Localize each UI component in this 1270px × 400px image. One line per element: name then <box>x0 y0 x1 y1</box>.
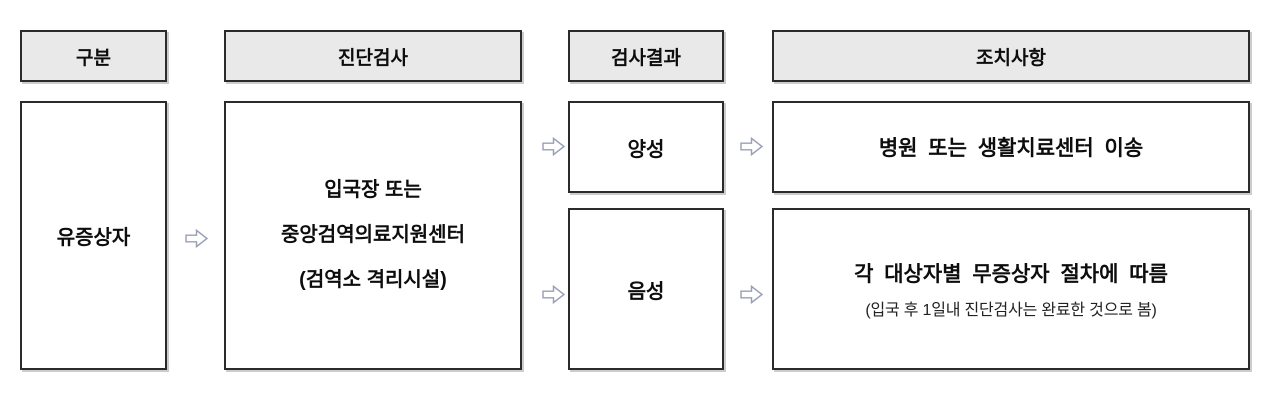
header-category: 구분 <box>20 30 167 82</box>
test-site-line-3: (검역소 격리시설) <box>299 269 447 291</box>
node-action-negative: 각 대상자별 무증상자 절차에 따름 (입국 후 1일내 진단검사는 완료한 것… <box>772 208 1250 370</box>
node-action-positive: 병원 또는 생활치료센터 이송 <box>772 101 1250 193</box>
node-result-negative: 음성 <box>568 208 724 370</box>
flow-arrow-subject-to-test-icon <box>184 228 209 249</box>
header-test-result: 검사결과 <box>568 30 724 82</box>
action-negative-main-label: 각 대상자별 무증상자 절차에 따름 <box>854 263 1168 286</box>
node-result-positive: 양성 <box>568 101 724 193</box>
node-test-site: 입국장 또는 중앙검역의료지원센터 (검역소 격리시설) <box>224 101 522 370</box>
header-action: 조치사항 <box>772 30 1250 82</box>
action-negative-note-label: (입국 후 1일내 진단검사는 완료한 것으로 봄) <box>865 302 1157 319</box>
result-positive-label: 양성 <box>627 138 665 161</box>
result-negative-label: 음성 <box>627 280 665 303</box>
header-test-result-label: 검사결과 <box>611 47 681 69</box>
flow-arrow-negative-to-action-icon <box>739 284 764 305</box>
header-diagnostic-test: 진단검사 <box>224 30 522 82</box>
header-diagnostic-test-label: 진단검사 <box>338 47 408 69</box>
test-site-line-2: 중앙검역의료지원센터 <box>281 224 465 246</box>
symptomatic-subject-label: 유증상자 <box>56 227 131 249</box>
action-positive-label: 병원 또는 생활치료센터 이송 <box>878 137 1144 160</box>
flow-arrow-test-to-positive-icon <box>541 136 566 157</box>
test-site-line-1: 입국장 또는 <box>324 179 422 201</box>
flow-arrow-positive-to-action-icon <box>739 136 764 157</box>
flow-arrow-test-to-negative-icon <box>541 284 566 305</box>
node-symptomatic-subject: 유증상자 <box>20 101 167 370</box>
header-action-label: 조치사항 <box>976 47 1046 69</box>
header-category-label: 구분 <box>76 47 111 69</box>
